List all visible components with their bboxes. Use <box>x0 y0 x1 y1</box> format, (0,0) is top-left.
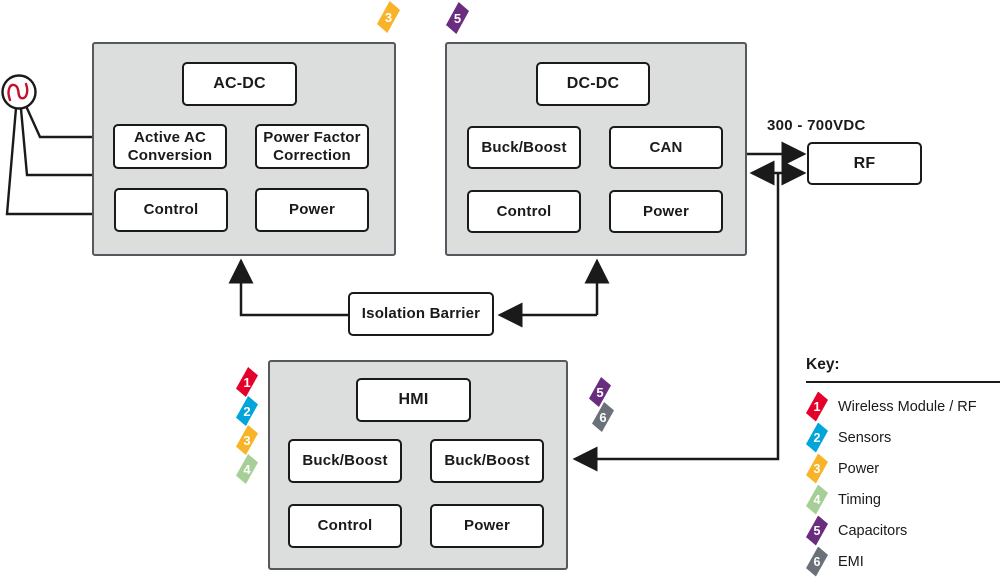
key-label: Wireless Module / RF <box>838 398 977 415</box>
key-item-wireless: 1 Wireless Module / RF <box>806 391 1000 422</box>
isolation-barrier-box: Isolation Barrier <box>348 292 494 336</box>
rf-box: RF <box>807 142 922 185</box>
dcdc-cell-power: Power <box>609 190 723 233</box>
badge-number: 4 <box>243 461 251 477</box>
cell-label: Buck/Boost <box>481 138 567 156</box>
rf-label: RF <box>853 154 876 172</box>
isolation-arrows <box>228 258 610 328</box>
dcdc-title-box: DC-DC <box>536 62 650 106</box>
rf-arrows <box>572 141 807 472</box>
key-item-sensors: 2 Sensors <box>806 422 1000 453</box>
cell-label: Control <box>496 202 552 220</box>
key-title: Key: <box>806 356 840 373</box>
cell-label: Control <box>317 517 373 534</box>
cell-label: Power <box>463 517 510 534</box>
voltage-label: 300 - 700VDC <box>767 117 866 134</box>
key-divider <box>806 381 1000 383</box>
acdc-title-box: AC-DC <box>182 62 297 106</box>
badge-number: 6 <box>813 554 821 569</box>
hmi-title-box: HMI <box>356 378 471 422</box>
key-badge-wireless: 1 <box>806 391 828 422</box>
key-badge-power: 3 <box>806 453 828 484</box>
acdc-cell-control: Control <box>114 188 228 232</box>
key-badge-emi: 6 <box>806 546 828 577</box>
hmi-cell-control: Control <box>288 504 402 548</box>
hmi-cell-power: Power <box>430 504 544 548</box>
badge-number: 2 <box>243 403 251 419</box>
isolation-barrier-label: Isolation Barrier <box>361 305 481 322</box>
acdc-cell-power: Power <box>255 188 369 232</box>
key-label: Capacitors <box>838 522 908 539</box>
key-item-emi: 6 EMI <box>806 546 1000 577</box>
cell-label: Power Factor Correction <box>263 128 361 164</box>
cell-label: Power <box>642 202 689 220</box>
ac-source-wires <box>5 105 94 216</box>
cell-label: Control <box>143 201 199 218</box>
badge-number: 5 <box>813 523 821 538</box>
dcdc-title: DC-DC <box>566 75 620 93</box>
key-label: EMI <box>838 553 864 570</box>
hmi-cell-buck-boost-2: Buck/Boost <box>430 439 544 483</box>
badge-number: 1 <box>813 399 821 414</box>
badge-number: 3 <box>813 461 821 476</box>
key-legend: Key: 1 Wireless Module / RF 2 Sensors 3 … <box>806 356 1000 577</box>
cell-label: CAN <box>649 138 683 156</box>
acdc-cell-power-factor-correction: Power Factor Correction <box>255 124 369 169</box>
key-badge-capacitors: 5 <box>806 515 828 546</box>
dcdc-cell-buck-boost: Buck/Boost <box>467 126 581 169</box>
key-item-timing: 4 Timing <box>806 484 1000 515</box>
key-label: Power <box>838 460 880 477</box>
badge-number: 5 <box>596 384 604 400</box>
cell-label: Power <box>288 201 335 218</box>
cell-label: Active AC Conversion <box>127 128 213 164</box>
badge-number: 3 <box>243 432 251 448</box>
badge-number: 3 <box>384 9 393 25</box>
badge-number: 2 <box>813 430 821 445</box>
badge-number: 4 <box>813 492 821 507</box>
key-item-power: 3 Power <box>806 453 1000 484</box>
dcdc-cell-can: CAN <box>609 126 723 169</box>
key-label: Sensors <box>838 429 892 446</box>
badge-number: 1 <box>243 374 251 390</box>
badge-number: 6 <box>599 409 607 425</box>
hmi-cell-buck-boost-1: Buck/Boost <box>288 439 402 483</box>
cell-label: Buck/Boost <box>302 452 388 469</box>
acdc-title: AC-DC <box>213 75 266 93</box>
hmi-title: HMI <box>398 391 429 409</box>
key-label: Timing <box>838 491 881 508</box>
badge-number: 5 <box>453 10 462 26</box>
acdc-cell-active-ac-conversion: Active AC Conversion <box>113 124 227 169</box>
cell-label: Buck/Boost <box>444 452 530 469</box>
dcdc-cell-control: Control <box>467 190 581 233</box>
key-badge-sensors: 2 <box>806 422 828 453</box>
key-badge-timing: 4 <box>806 484 828 515</box>
key-item-capacitors: 5 Capacitors <box>806 515 1000 546</box>
ac-source-icon <box>1 74 37 110</box>
